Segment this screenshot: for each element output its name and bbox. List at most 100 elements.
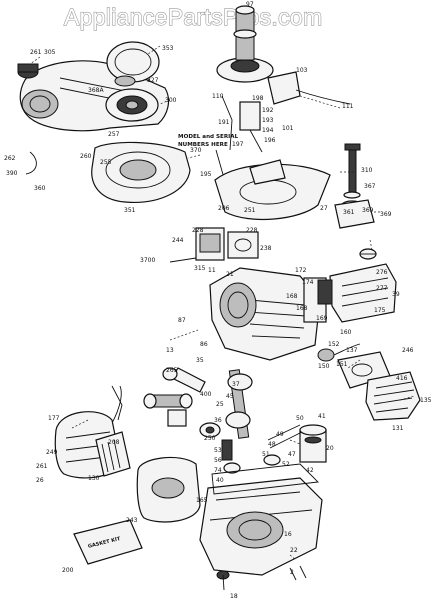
part-label: 300 — [165, 97, 177, 104]
part-label: 40 — [216, 477, 224, 484]
leader-lines — [29, 45, 415, 561]
ignition-module — [267, 71, 351, 105]
part-label: 246 — [402, 347, 414, 354]
part-label: 368A — [88, 87, 104, 94]
oil-filter — [299, 424, 327, 463]
part-label: 260 — [80, 153, 92, 160]
part-label: 37 — [232, 381, 240, 388]
rewind-starter — [105, 41, 160, 122]
tappet-parts — [221, 439, 241, 474]
sump-gasket — [211, 463, 319, 495]
part-label: 50 — [296, 415, 304, 422]
recoil-handle-rope — [25, 151, 37, 175]
part-label: 103 — [296, 67, 308, 74]
part-label: 367 — [364, 183, 376, 190]
part-label: 47 — [288, 451, 296, 458]
gasket-kit: GASKET KIT — [73, 519, 143, 565]
part-label: 361 — [343, 209, 355, 216]
part-label: 310 — [361, 167, 373, 174]
part-label: 51 — [262, 451, 270, 458]
part-label: 86 — [200, 341, 208, 348]
part-label: 172 — [295, 267, 307, 274]
choke-link — [111, 385, 123, 421]
part-label: 276 — [376, 269, 388, 276]
part-label: 360 — [34, 185, 46, 192]
part-label: 18 — [230, 593, 238, 600]
part-label: 20 — [326, 445, 334, 452]
part-label: 277 — [376, 285, 388, 292]
part-label: 390 — [6, 170, 18, 177]
part-label: 25 — [216, 401, 224, 408]
part-label: 327 — [147, 77, 159, 84]
part-label: 3700 — [140, 257, 155, 264]
part-label: 74 — [214, 467, 222, 474]
part-label: 369 — [380, 211, 392, 218]
head-bolt — [341, 143, 363, 210]
part-label: 27 — [320, 205, 328, 212]
model-note-line2: NUMBERS HERE — [178, 142, 228, 148]
part-label: 42 — [306, 467, 314, 474]
part-label: 13 — [166, 347, 174, 354]
part-label: 165 — [196, 497, 208, 504]
part-label: 152 — [328, 341, 340, 348]
part-label: 2 — [290, 569, 294, 576]
part-label: 11 — [208, 267, 216, 274]
part-label: 135 — [420, 397, 432, 404]
part-label: 177 — [48, 415, 60, 422]
part-label: 39 — [392, 291, 400, 298]
part-label: 249 — [46, 449, 58, 456]
drain-plug — [216, 570, 230, 591]
part-label: 53 — [214, 447, 222, 454]
part-label: 16 — [284, 531, 292, 538]
part-labels: 261 305 353 327 368A 300 257 370 262 390… — [4, 1, 432, 600]
part-label: 200 — [62, 567, 74, 574]
flywheel-assembly — [216, 5, 274, 83]
part-label: 206 — [218, 205, 230, 212]
part-label: 36 — [214, 417, 222, 424]
part-label: 192 — [262, 107, 274, 114]
part-label: 305 — [44, 49, 56, 56]
part-label: 197 — [232, 141, 244, 148]
part-label: 265 — [166, 367, 178, 374]
part-label: 228 — [246, 227, 258, 234]
part-label: 131 — [392, 425, 404, 432]
part-label: 48 — [268, 441, 276, 448]
camshaft — [143, 393, 193, 409]
part-label: 243 — [126, 517, 138, 524]
part-label: 191 — [218, 119, 230, 126]
part-label: 315 — [194, 265, 206, 272]
sump-base — [199, 477, 323, 576]
part-label: 168 — [296, 305, 308, 312]
part-label: 137 — [346, 347, 358, 354]
shroud-piece — [334, 199, 375, 229]
air-cleaner-element — [95, 431, 131, 477]
intake-gasket — [227, 231, 259, 259]
part-label: 353 — [162, 45, 174, 52]
part-label: 97 — [246, 1, 254, 8]
part-label: 49 — [276, 431, 284, 438]
part-label: 45 — [226, 393, 234, 400]
muffler — [317, 263, 397, 323]
flywheel-screen-housing — [91, 141, 191, 203]
cylinder-head — [365, 371, 421, 421]
part-label: 151 — [336, 361, 348, 368]
part-label: 110 — [212, 93, 224, 100]
part-label: 56 — [214, 457, 222, 464]
governor-gear — [199, 422, 221, 438]
part-label: 194 — [262, 127, 274, 134]
part-label: 150 — [318, 363, 330, 370]
part-label: 257 — [108, 131, 120, 138]
part-label: 262 — [4, 155, 16, 162]
part-label: 130 — [88, 475, 100, 482]
oil-pump-linkage — [263, 424, 303, 466]
part-label: 195 — [200, 171, 212, 178]
governor-linkage — [221, 95, 263, 153]
fuel-cap — [17, 63, 39, 79]
part-label: 87 — [178, 317, 186, 324]
part-label: 228 — [192, 227, 204, 234]
carburetor — [169, 227, 225, 263]
part-label: 168 — [286, 293, 298, 300]
part-label: 169 — [316, 315, 328, 322]
air-cleaner-cover — [136, 456, 201, 523]
part-label: 351 — [124, 207, 136, 214]
